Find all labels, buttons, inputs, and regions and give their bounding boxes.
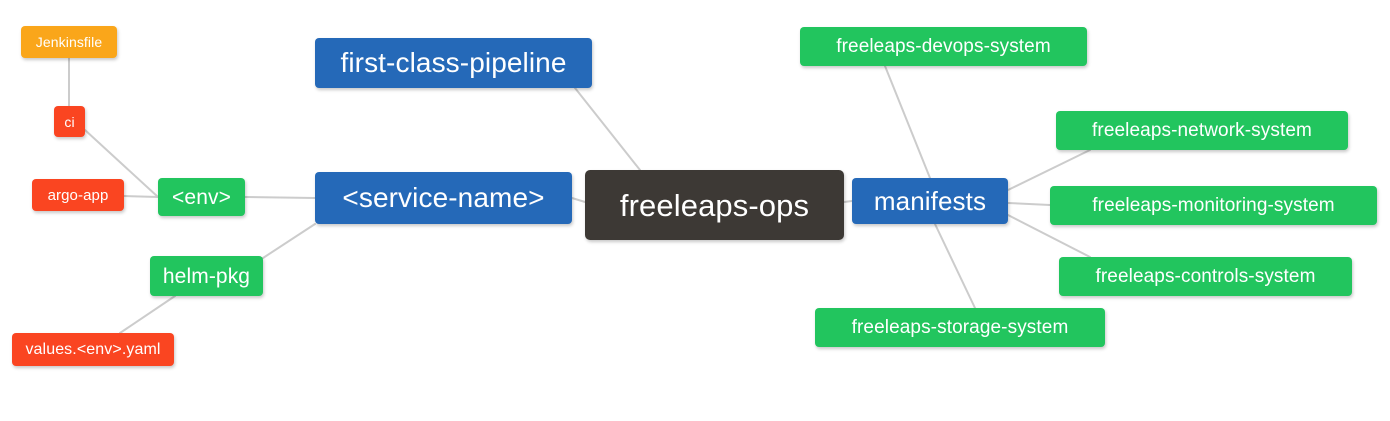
- node-jenkinsfile[interactable]: Jenkinsfile: [21, 26, 117, 58]
- node-network-system[interactable]: freeleaps-network-system: [1056, 111, 1348, 150]
- edge-argo-app-to-env: [123, 195, 159, 198]
- node-first-class-pipeline[interactable]: first-class-pipeline: [315, 38, 592, 88]
- node-ci[interactable]: ci: [54, 106, 85, 137]
- node-env[interactable]: <env>: [158, 178, 245, 216]
- node-helm-pkg[interactable]: helm-pkg: [150, 256, 263, 296]
- node-devops-system[interactable]: freeleaps-devops-system: [800, 27, 1087, 66]
- node-controls-system[interactable]: freeleaps-controls-system: [1059, 257, 1352, 296]
- edge-service-name-to-freeleaps-ops: [571, 197, 586, 203]
- node-argo-app[interactable]: argo-app: [32, 179, 124, 211]
- node-storage-system[interactable]: freeleaps-storage-system: [815, 308, 1105, 347]
- node-freeleaps-ops[interactable]: freeleaps-ops: [585, 170, 844, 240]
- edge-env-to-service-name: [244, 196, 316, 199]
- node-manifests[interactable]: manifests: [852, 178, 1008, 224]
- node-service-name[interactable]: <service-name>: [315, 172, 572, 224]
- node-values-yaml[interactable]: values.<env>.yaml: [12, 333, 174, 366]
- edge-manifests-to-monitoring-system: [1007, 202, 1051, 206]
- edge-freeleaps-ops-to-manifests: [843, 200, 853, 203]
- node-monitoring-system[interactable]: freeleaps-monitoring-system: [1050, 186, 1377, 225]
- edge-manifests-to-storage-system: [934, 223, 976, 309]
- edge-manifests-to-devops-system: [884, 65, 931, 179]
- edge-service-name-to-helm-pkg: [262, 223, 316, 259]
- edge-manifests-to-network-system: [1007, 149, 1091, 191]
- edge-helm-pkg-to-values-yaml: [119, 295, 176, 334]
- edge-first-class-pipeline-to-freeleaps-ops: [574, 87, 641, 171]
